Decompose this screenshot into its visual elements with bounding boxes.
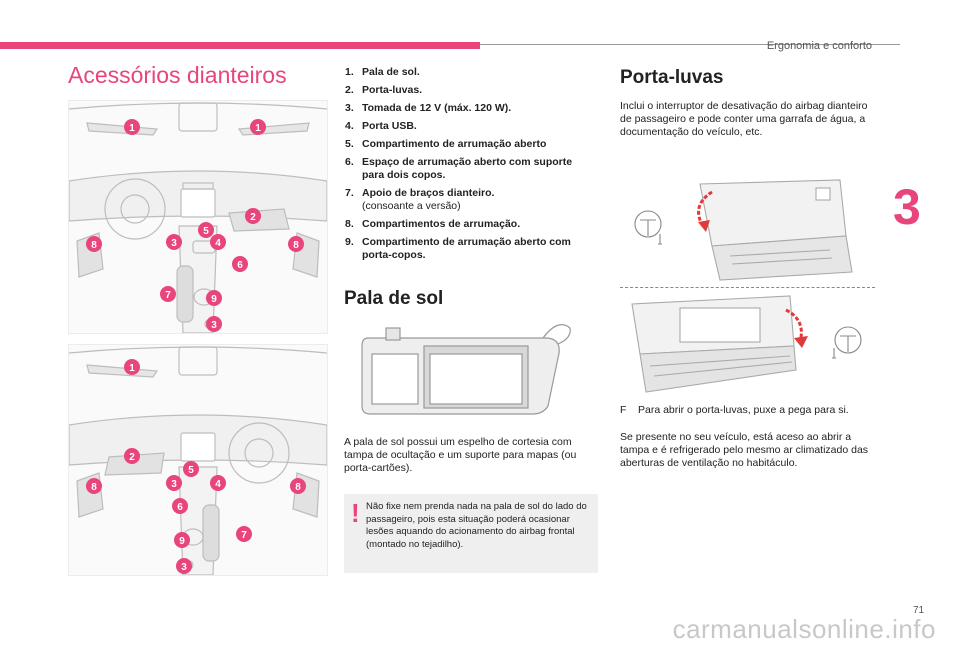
svg-text:2: 2	[250, 212, 256, 223]
svg-text:6: 6	[237, 260, 243, 271]
list-item: 7.Apoio de braços dianteiro.(consoante a…	[345, 187, 495, 212]
svg-text:8: 8	[91, 240, 97, 251]
list-item: 1.Pala de sol.	[345, 66, 420, 78]
illustration-divider	[620, 287, 875, 288]
glovebox-open-image	[631, 295, 862, 393]
callout-badge: 4	[210, 475, 226, 496]
header-rule	[480, 44, 900, 45]
svg-text:1: 1	[129, 123, 135, 134]
warning-icon: !	[351, 498, 360, 528]
list-item: 8.Compartimentos de arrumação.	[345, 218, 521, 230]
callout-badge: 2	[245, 208, 261, 229]
svg-text:7: 7	[165, 290, 171, 301]
callout-badge: 5	[198, 222, 214, 243]
warning-box: ! Não fixe nem prenda nada na pala de so…	[344, 494, 598, 573]
callout-badge: 4	[210, 234, 226, 255]
callout-badge: 3	[166, 475, 182, 496]
callout-badge: 8	[86, 478, 102, 499]
callout-badge: 6	[232, 256, 248, 277]
page-number: 71	[913, 605, 925, 616]
chapter-number: 3	[893, 179, 921, 235]
list-item: 2.Porta-luvas.	[345, 84, 423, 96]
sun-visor-illustration	[358, 318, 573, 418]
svg-text:8: 8	[91, 482, 97, 493]
callout-badge: 7	[236, 526, 252, 547]
svg-text:1: 1	[255, 123, 261, 134]
glovebox-bullet: F Para abrir o porta-luvas, puxe a pega …	[620, 404, 870, 417]
callout-badge: 3	[176, 558, 192, 579]
svg-text:4: 4	[215, 479, 221, 490]
callout-badge: 1	[124, 119, 140, 140]
callout-badge: 5	[183, 461, 199, 482]
callout-badge: 3	[166, 234, 182, 255]
svg-text:5: 5	[203, 226, 209, 237]
callout-badge: 8	[290, 478, 306, 499]
svg-text:8: 8	[293, 240, 299, 251]
svg-text:7: 7	[241, 530, 247, 541]
dashboard-illustration	[68, 102, 328, 334]
svg-text:1: 1	[129, 363, 135, 374]
watermark: carmanualsonline.info	[672, 614, 936, 644]
accessories-list: 1.Pala de sol. 2.Porta-luvas. 3.Tomada d…	[345, 66, 590, 267]
section-title: Ergonomia e conforto	[766, 40, 872, 52]
list-item: 5.Compartimento de arrumação aberto	[345, 138, 547, 150]
callout-badge: 8	[86, 236, 102, 257]
callout-badge: 8	[288, 236, 304, 257]
svg-text:5: 5	[188, 465, 194, 476]
glovebox-closed-illustration	[620, 176, 875, 284]
callout-badge: 1	[124, 359, 140, 380]
header-accent-bar	[0, 42, 480, 49]
callout-badge: 9	[206, 290, 222, 311]
svg-text:2: 2	[129, 452, 135, 463]
callout-badge: 1	[250, 119, 266, 140]
warning-text: Não fixe nem prenda nada na pala de sol …	[366, 501, 587, 550]
sun-visor-image	[361, 324, 571, 415]
svg-text:3: 3	[171, 238, 177, 249]
glovebox-additional-info: Se presente no seu veículo, está aceso a…	[620, 431, 869, 469]
callout-badge: 6	[172, 498, 188, 519]
page-title: Acessórios dianteiros	[68, 62, 287, 88]
svg-text:8: 8	[295, 482, 301, 493]
glovebox-heading: Porta-luvas	[620, 67, 724, 88]
svg-text:9: 9	[179, 536, 185, 547]
svg-text:6: 6	[177, 502, 183, 513]
glovebox-closed-image	[634, 179, 853, 281]
bullet-marker: F	[620, 404, 627, 416]
svg-text:3: 3	[211, 320, 217, 331]
sun-visor-description: A pala de sol possui um espelho de corte…	[344, 436, 577, 474]
callout-badge: 2	[124, 448, 140, 469]
dashboard-diagram-lhd	[68, 100, 328, 334]
svg-text:9: 9	[211, 294, 217, 305]
glovebox-open-instruction: Para abrir o porta-luvas, puxe a pega pa…	[638, 404, 849, 416]
dashboard-diagram-rhd	[68, 344, 328, 576]
sun-visor-heading: Pala de sol	[344, 288, 444, 309]
svg-text:4: 4	[215, 238, 221, 249]
list-item: 3.Tomada de 12 V (máx. 120 W).	[345, 102, 512, 114]
svg-text:3: 3	[171, 479, 177, 490]
list-item: 4.Porta USB.	[345, 120, 417, 132]
callout-badge: 9	[174, 532, 190, 553]
list-item: 9.Compartimento de arrumação aberto com …	[345, 236, 571, 261]
svg-text:3: 3	[181, 562, 187, 573]
callout-badge: 3	[206, 316, 222, 337]
callout-badge: 7	[160, 286, 176, 307]
list-item: 6.Espaço de arrumação aberto com suporte…	[345, 156, 573, 181]
glovebox-intro: Inclui o interruptor de desativação do a…	[620, 100, 868, 138]
glovebox-open-illustration	[620, 290, 875, 396]
dashboard-illustration	[68, 346, 328, 576]
